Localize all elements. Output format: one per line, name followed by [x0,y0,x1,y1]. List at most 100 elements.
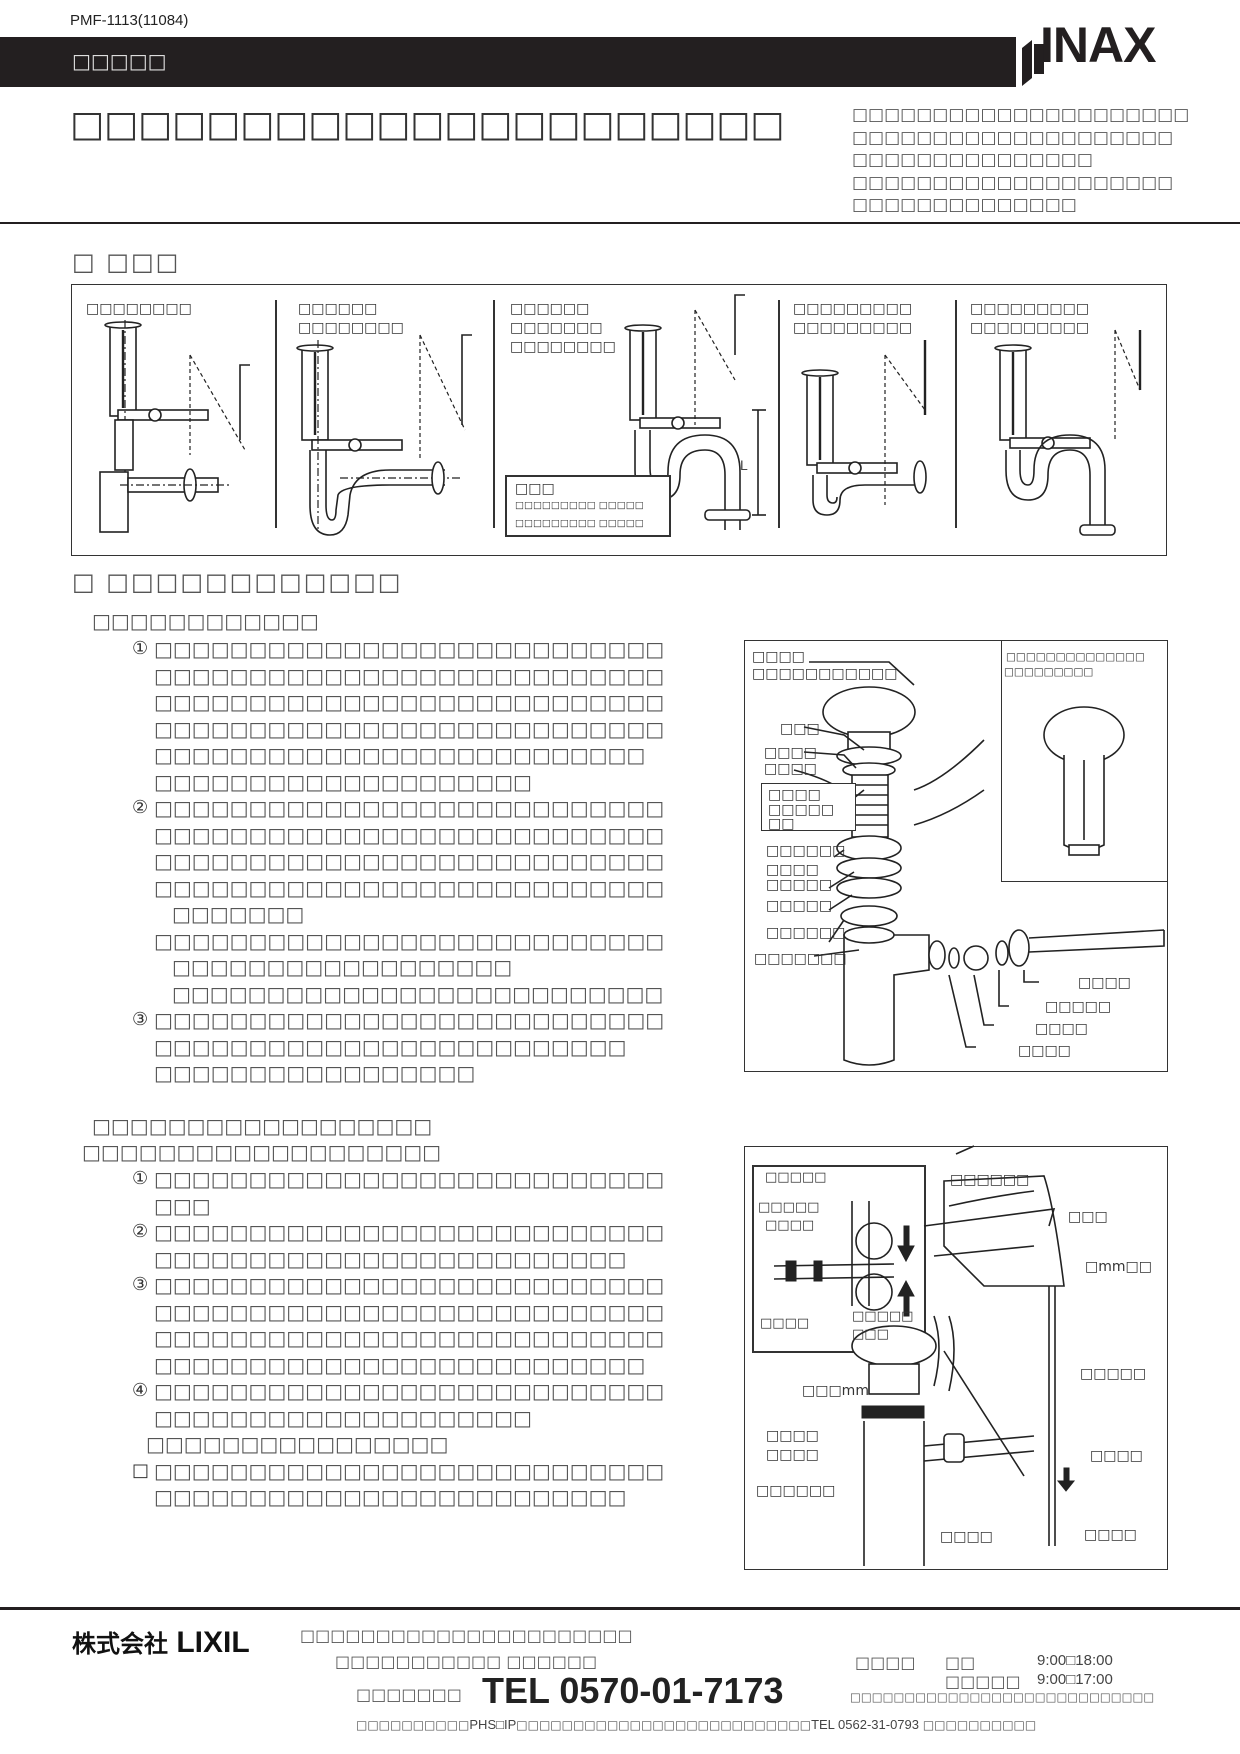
hours-days: □□□□□ [945,1672,1021,1691]
page-title: □□□□□□□□□□□□□□□□□□□□□ [70,104,785,145]
step-item: ③ □□□□□□□□□□□□□□□□□□□□□□□□□□□ □□□□□□□□□□… [132,1007,722,1087]
title-note-line: □□□□□□□□□□□□□□□□□□□□□ [852,105,1190,125]
bottle-trap-drawing [99,320,250,533]
note-box-line: □□□□□□□□□ □□□□□ [515,500,644,511]
sub1-steps: ① □□□□□□□□□□□□□□□□□□□□□□□□□□□ □□□□□□□□□□… [132,636,722,1087]
step-line: □□□□□□□□□□□□□□□□□□□□□□□□□□ [154,743,646,767]
callout-label: □□□□ [768,787,821,803]
sub1-title: □□□□□□□□□□□□ [92,609,319,633]
step-line: □□□□□□□□□□□□□□□□□□□□□□□□□□□ [154,796,665,820]
seal-label: □□□□ [766,1428,819,1444]
step-line: □□□□□□□□□□□□□□□□□□□□□□□□□□□ [154,1220,665,1244]
callout-label: □□□□ [766,862,819,878]
step-marker: ② [132,797,149,818]
inax-logo: INAX [1040,17,1156,73]
variant-3-label: □□□□□□□ [510,320,603,336]
callout-label: □□□□ [764,745,817,761]
step-line: □□□□□□□ [172,902,305,926]
title-note-line: □□□□□□□□□□□□□□ [852,195,1077,215]
thread-note-box [761,783,856,831]
footer-phs: PHS□IP [469,1717,517,1732]
inset-label: □□□□□ [758,1200,820,1215]
step-line: □□□□□□□□□□□□□□□□□□□□□□□□□□□ [154,1326,665,1350]
step-line: □□□□□□□□□□□□□□□□□ [154,1061,476,1085]
bullet-item: □ □□□□□□□□□□□□□□□□□□□□□□□□□□□ □□□□□□□□□□… [132,1458,722,1511]
inset-label: □□□ [852,1327,889,1342]
footer-alt-contact: □□□□□□□□□□PHS□IP□□□□□□□□□□□□□□□□□□□□□□□□… [356,1717,1036,1732]
stopper-label: □□□□ [1084,1527,1137,1543]
variant-2-label: □□□□□□□□ [298,320,404,336]
footer-tel-main[interactable]: TEL 0570-01-7173 [482,1670,784,1711]
callout-label: □□□□□ [766,898,833,914]
lever-label: □□□ [1068,1209,1108,1225]
logo-notch-icon [1016,37,1044,88]
inset-caption: □□□□□□□□□ [1004,666,1094,678]
callout-label: □□□□□ [1045,999,1112,1015]
step-item: ① □□□□□□□□□□□□□□□□□□□□□□□□□□□ □□□□□□□□□□… [132,636,722,795]
footer-department: □□□□□□□□□□□ □□□□□□ [335,1652,598,1671]
nut-label: □□□□□□ [756,1483,836,1499]
title-note-line: □□□□□□□□□□□□□□□ [852,150,1093,170]
sub2-title: □□□□□□□□□□□□□□□□□□ [92,1114,433,1138]
callout-label: □□□□ [1035,1021,1088,1037]
variant-3-label: □□□□□□□□ [510,339,616,355]
footer-tel-alt[interactable]: TEL 0562-31-0793 [811,1717,919,1732]
step-line: □□□□□□□□□□□□□□□□□□□□□□□□□□□ [154,663,665,688]
p-trap-wall-drawing [801,340,927,516]
company-name: LIXIL [176,1626,250,1659]
step-marker: ③ [132,1274,149,1295]
step-line: □□□□□□□□□□□□□□□□□□□□□□□□□□□ [154,1008,665,1032]
step-line: □□□□□□□□□□□□□□□□□□□□□□□□□□□ [154,1273,665,1297]
footer-alt-prefix: □□□□□□□□□□ [356,1718,470,1732]
note-box-line: □□□□□□□□□ □□□□□ [515,518,644,529]
step-item: ① □□□□□□□□□□□□□□□□□□□□□□□□□□□ □□□ [132,1166,722,1219]
footer-address: □□□□□□□□□□□□□□□□□□□□□□ [300,1626,633,1645]
callout-label: □□□□□ [766,877,833,893]
hours-time: 9:00□17:00 [1037,1671,1113,1688]
document-number: PMF-1113(11084) [70,12,189,29]
footer-contact-label: □□□□□□□ [356,1685,462,1704]
step-line: □□□□□□□□□□□□□□□□□□□□□□□□□ [154,1034,627,1059]
step-line: □□□□□□□□□□□□□□□□□□□□ [154,769,532,794]
step-line: □□□□□□□□□□□□□□□□□□□□□□□□□□□ [154,875,665,900]
step-line: □□□□□□□□□□□□□□□□□□□□□□□□□□□ [154,822,665,847]
variant-5-label: □□□□□□□□□ [970,301,1090,317]
adjustment-drawing [773,1145,1076,1566]
step-item: ② □□□□□□□□□□□□□□□□□□□□□□□□□□□ □□□□□□□□□□… [132,1219,722,1272]
sub2-subtitle: □□□□□□□□□□□□□□□□□□□ [82,1140,442,1164]
bullet-line: □□□□□□□□□□□□□□□□□□□□□□□□□ [154,1485,627,1509]
callout-label: □□□ [780,721,820,737]
callout-label: □□□□ [764,761,817,777]
step-item: ② □□□□□□□□□□□□□□□□□□□□□□□□□□□ □□□□□□□□□□… [132,795,722,1007]
title-note-line: □□□□□□□□□□□□□□□□□□□□ [852,172,1174,193]
step-line: □□□□□□□□□□□□□□□□□□□□□□□□□□□ [154,690,665,714]
gap-label: □mm□□ [1085,1259,1152,1275]
inset-caption: □□□□□□□□□□□□□□ [1006,651,1145,663]
step-line: □□□□□□□□□□□□□□□□□□□□ [154,1405,532,1430]
callout-label: □□□□□□□ [754,951,847,967]
step-line: □□□□□□□□□□□□□□□□□□□□□□□□□□□ [154,1299,665,1324]
step-line: □□□□□□□□□□□□□□□□□□□□□□□□□□□ [154,1167,665,1191]
note-line: □□□□□□□□□□□□□□□□ [146,1432,449,1456]
step-marker: ② [132,1221,149,1242]
bullet-marker: □ [132,1459,150,1481]
variant-5-label: □□□□□□□□□ [970,320,1090,336]
callout-label: □□□□ [1018,1043,1071,1059]
variant-divider [493,300,495,528]
hours-label: □□□□ [855,1653,916,1672]
step-line: □□□□□□□□□□□□□□□□□□□□□□□□□□□ [154,928,665,953]
dimension-l-label: L [740,457,748,473]
step-item: ④ □□□□□□□□□□□□□□□□□□□□□□□□□□□ □□□□□□□□□□… [132,1378,722,1431]
callout-label: □□□□□□ [766,843,846,859]
variant-divider [955,300,957,528]
variant-1-label: □□□□□□□□ [86,301,192,317]
inset-label: □□□□ [765,1218,815,1233]
title-notes: □□□□□□□□□□□□□□□□□□□□□ □□□□□□□□□□□□□□□□□□… [852,104,1189,217]
pivot-label: □□□□ [940,1529,993,1545]
height-label: □□□mm [802,1383,869,1399]
title-note-line: □□□□□□□□□□□□□□□□□□□□ [852,127,1174,148]
step-line: □□□□□□□□□□□□□□□□□□□□□□□□□□ [154,1352,646,1377]
section2-heading: □ □□□□□□□□□□□□ [72,568,403,596]
step-line: □□□□□□□□□□□□□□□□□□□□□□□□□□□ [154,849,665,873]
sub2-steps: ① □□□□□□□□□□□□□□□□□□□□□□□□□□□ □□□ ② □□□□… [132,1166,722,1511]
